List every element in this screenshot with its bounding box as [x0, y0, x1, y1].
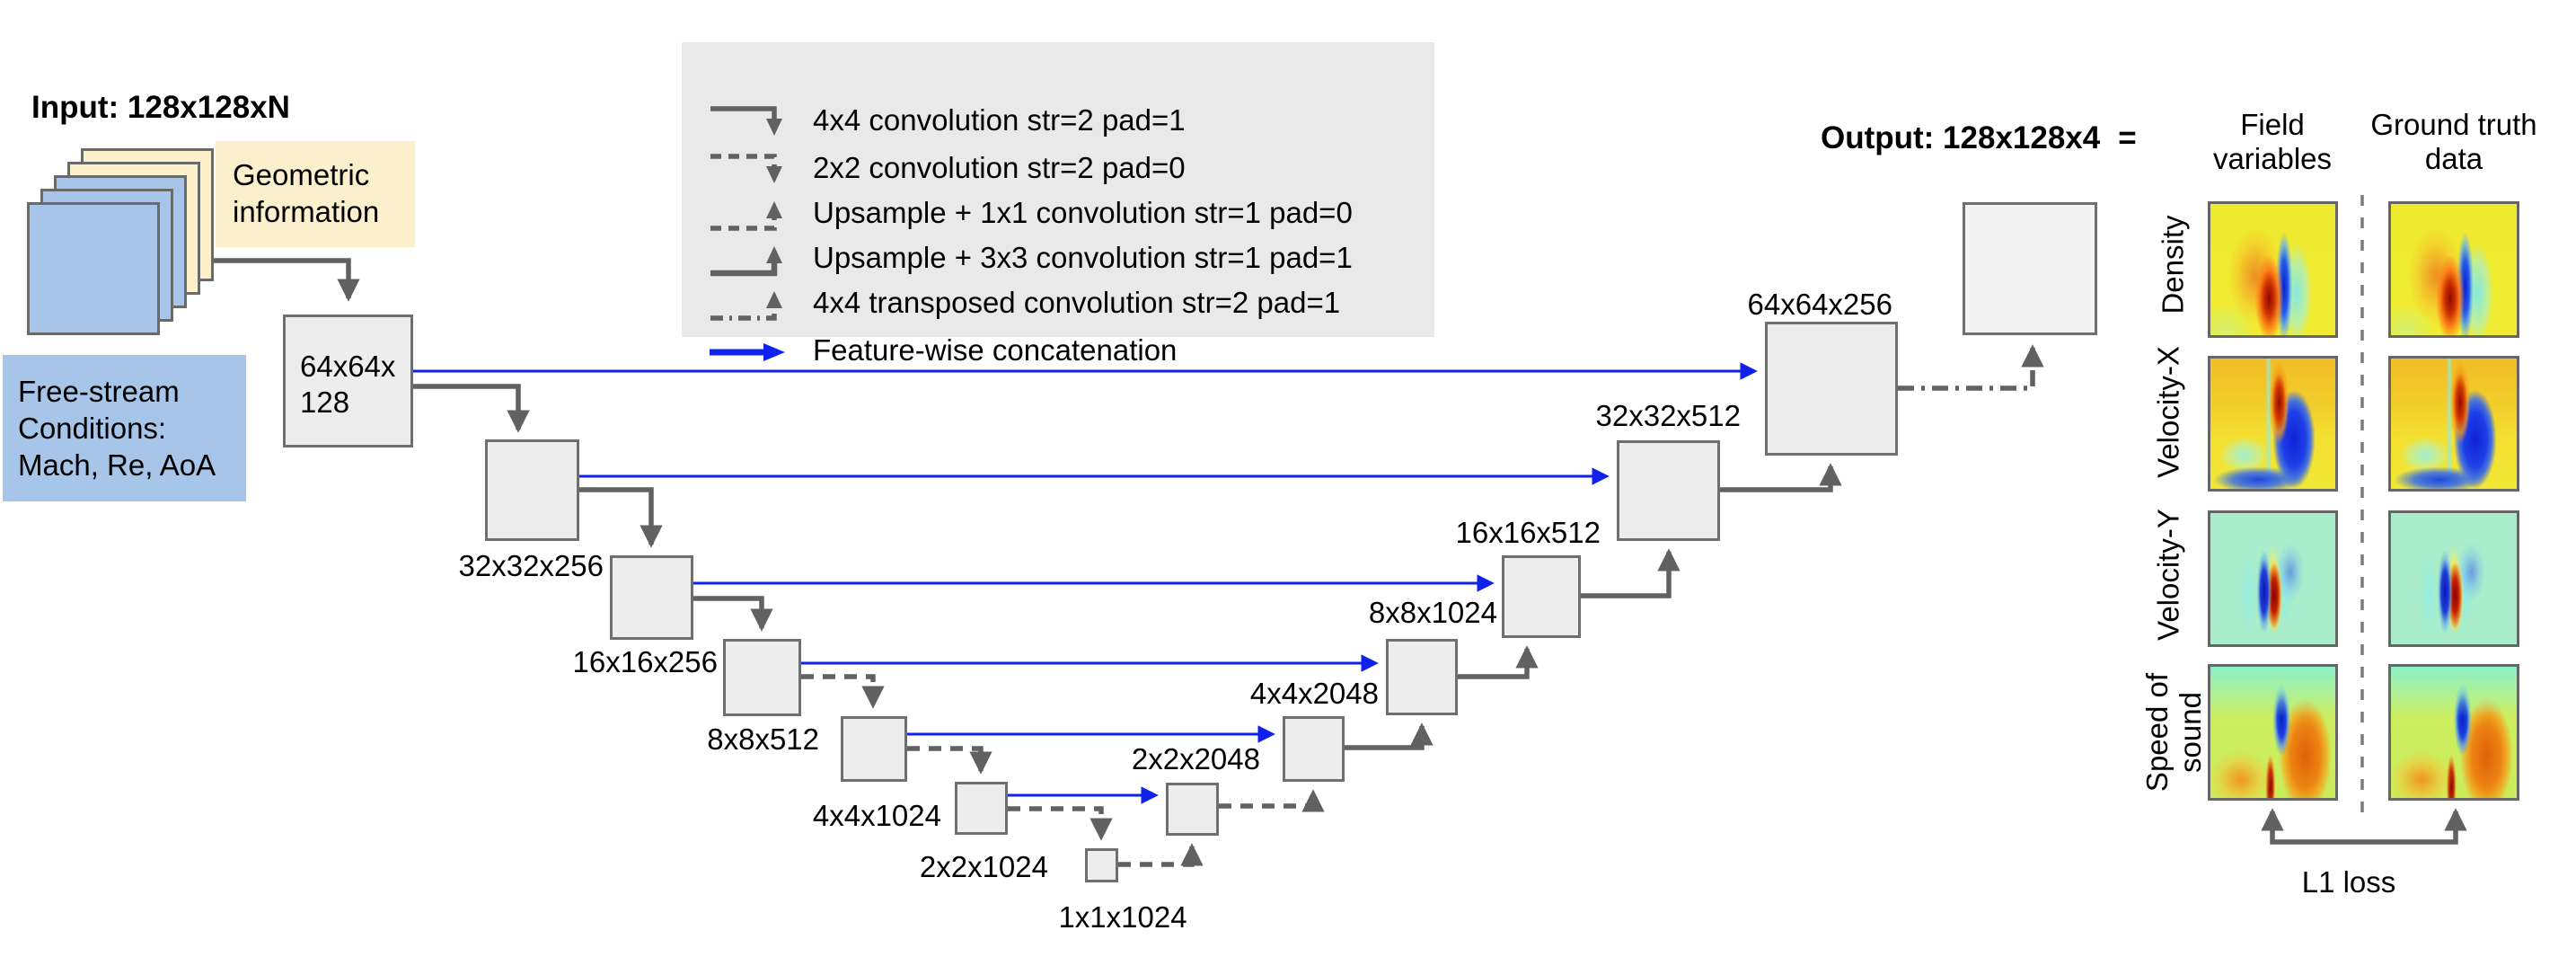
box-label-line: 64x64x [300, 350, 396, 383]
upsample-arrow-dec2 [1219, 789, 1325, 812]
heatmap-velocity-y-ground-truth [2388, 510, 2519, 647]
unet-box-2x2x2048 [1166, 783, 1219, 836]
legend-label: 2x2 convolution str=2 pad=0 [813, 151, 1186, 184]
encoder-label: 2x2x1024 [919, 850, 1048, 883]
legend: 4x4 convolution str=2 pad=1 2x2 convolut… [682, 42, 1434, 367]
unet-box-64x64x128: 64x64x 128 [283, 315, 413, 447]
header-line: Ground truth [2370, 108, 2537, 141]
header-line: variables [2212, 142, 2333, 175]
decoder-label: 64x64x256 [1747, 288, 1892, 321]
upsample-arrow-dec1 [1118, 843, 1204, 867]
decoder-label: 2x2x2048 [1131, 742, 1260, 775]
conv-arrow-enc3 [693, 596, 773, 632]
heatmap-density-ground-truth [2388, 201, 2519, 338]
note-line: information [233, 195, 380, 228]
upsample-arrow-dec6 [1720, 463, 1842, 492]
legend-label: 4x4 convolution str=2 pad=1 [813, 103, 1186, 137]
note-line: Conditions: [18, 412, 167, 445]
unet-box-4x4x2048 [1283, 716, 1345, 782]
encoder-label: 8x8x512 [707, 722, 819, 756]
heatmap-speed-of-sound-prediction [2208, 664, 2338, 801]
unet-box-64x64x256 [1765, 322, 1898, 456]
legend-label: Feature-wise concatenation [813, 333, 1178, 367]
unet-box-2x2x1024 [955, 782, 1008, 835]
header-line: data [2424, 142, 2483, 175]
unet-box-16x16x512 [1502, 555, 1581, 638]
note-line: Geometric [233, 158, 370, 191]
field-variables-header: Field variables [2183, 108, 2362, 176]
l1-loss-label: L1 loss [2301, 865, 2396, 899]
heatmap-velocity-x-prediction [2208, 356, 2338, 492]
transposed-conv-up-arrow-icon [710, 291, 782, 321]
input-channel-square [27, 202, 160, 335]
conv-arrow-enc5 [907, 746, 992, 775]
transposed-conv-arrow [1898, 344, 2044, 391]
unet-box-16x16x256 [610, 555, 693, 640]
unet-box-8x8x1024 [1386, 639, 1458, 715]
legend-label: Upsample + 1x1 convolution str=1 pad=0 [813, 196, 1353, 229]
unet-box-32x32x256 [485, 439, 579, 541]
unet-box-1x1x1024 [1085, 848, 1118, 882]
upsample-1x1-up-arrow-icon [710, 201, 782, 231]
heatmap-velocity-y-prediction [2208, 510, 2338, 647]
row-label-line: Speed of [2140, 672, 2174, 793]
ground-truth-header: Ground truth data [2355, 108, 2553, 176]
conv-arrow-enc1 [413, 384, 530, 433]
upsample-arrow-dec4 [1458, 645, 1539, 679]
freestream-conditions-note: Free-stream Conditions: Mach, Re, AoA [3, 355, 246, 501]
output-title-row: Output: 128x128x4 = [1821, 120, 2137, 156]
conv-2x2-down-arrow-icon [710, 154, 782, 183]
upsample-arrow-dec5 [1581, 548, 1681, 598]
output-title: Output: 128x128x4 [1821, 120, 2101, 155]
note-line: Mach, Re, AoA [18, 448, 216, 482]
header-line: Field [2240, 108, 2305, 141]
row-label-line: sound [2174, 692, 2207, 773]
decoder-label: 32x32x512 [1595, 399, 1741, 432]
heatmap-speed-of-sound-ground-truth [2388, 664, 2519, 801]
heatmap-velocity-x-ground-truth [2388, 356, 2519, 492]
upsample-3x3-up-arrow-icon [710, 246, 782, 277]
upsample-arrow-dec3 [1345, 722, 1434, 750]
note-line: Free-stream [18, 375, 180, 408]
l1-loss-bracket-arrow [2261, 808, 2467, 845]
equals-sign: = [2118, 120, 2137, 155]
row-label-speed-of-sound: Speed of sound [2140, 634, 2207, 831]
legend-label: Upsample + 3x3 convolution str=1 pad=1 [813, 241, 1353, 274]
encoder-label: 16x16x256 [572, 645, 718, 678]
conv-arrow-enc4 [801, 674, 885, 709]
encoder-label: 4x4x1024 [812, 799, 941, 832]
input-title: Input: 128x128xN [31, 90, 290, 125]
heatmap-density-prediction [2208, 201, 2338, 338]
decoder-label: 8x8x1024 [1368, 596, 1497, 629]
decoder-label: 16x16x512 [1455, 516, 1601, 549]
output-box [1963, 202, 2097, 335]
encoder-label: 32x32x256 [458, 549, 604, 582]
conv-arrow-enc2 [579, 487, 663, 548]
encoder-label: 1x1x1024 [1058, 900, 1187, 934]
unet-box-8x8x512 [723, 639, 801, 716]
box-label-line: 128 [300, 385, 350, 419]
legend-label: 4x4 transposed convolution str=2 pad=1 [813, 286, 1341, 319]
unet-box-32x32x512 [1617, 440, 1720, 541]
decoder-label: 4x4x2048 [1249, 677, 1379, 710]
conv-arrow-enc6 [1008, 806, 1113, 841]
concatenation-arrow-icon [710, 343, 785, 361]
geometric-information-note: Geometric information [216, 141, 415, 247]
input-to-box-arrow [205, 258, 360, 302]
conv-4x4-down-arrow-icon [710, 106, 782, 136]
unet-box-4x4x1024 [841, 716, 907, 782]
